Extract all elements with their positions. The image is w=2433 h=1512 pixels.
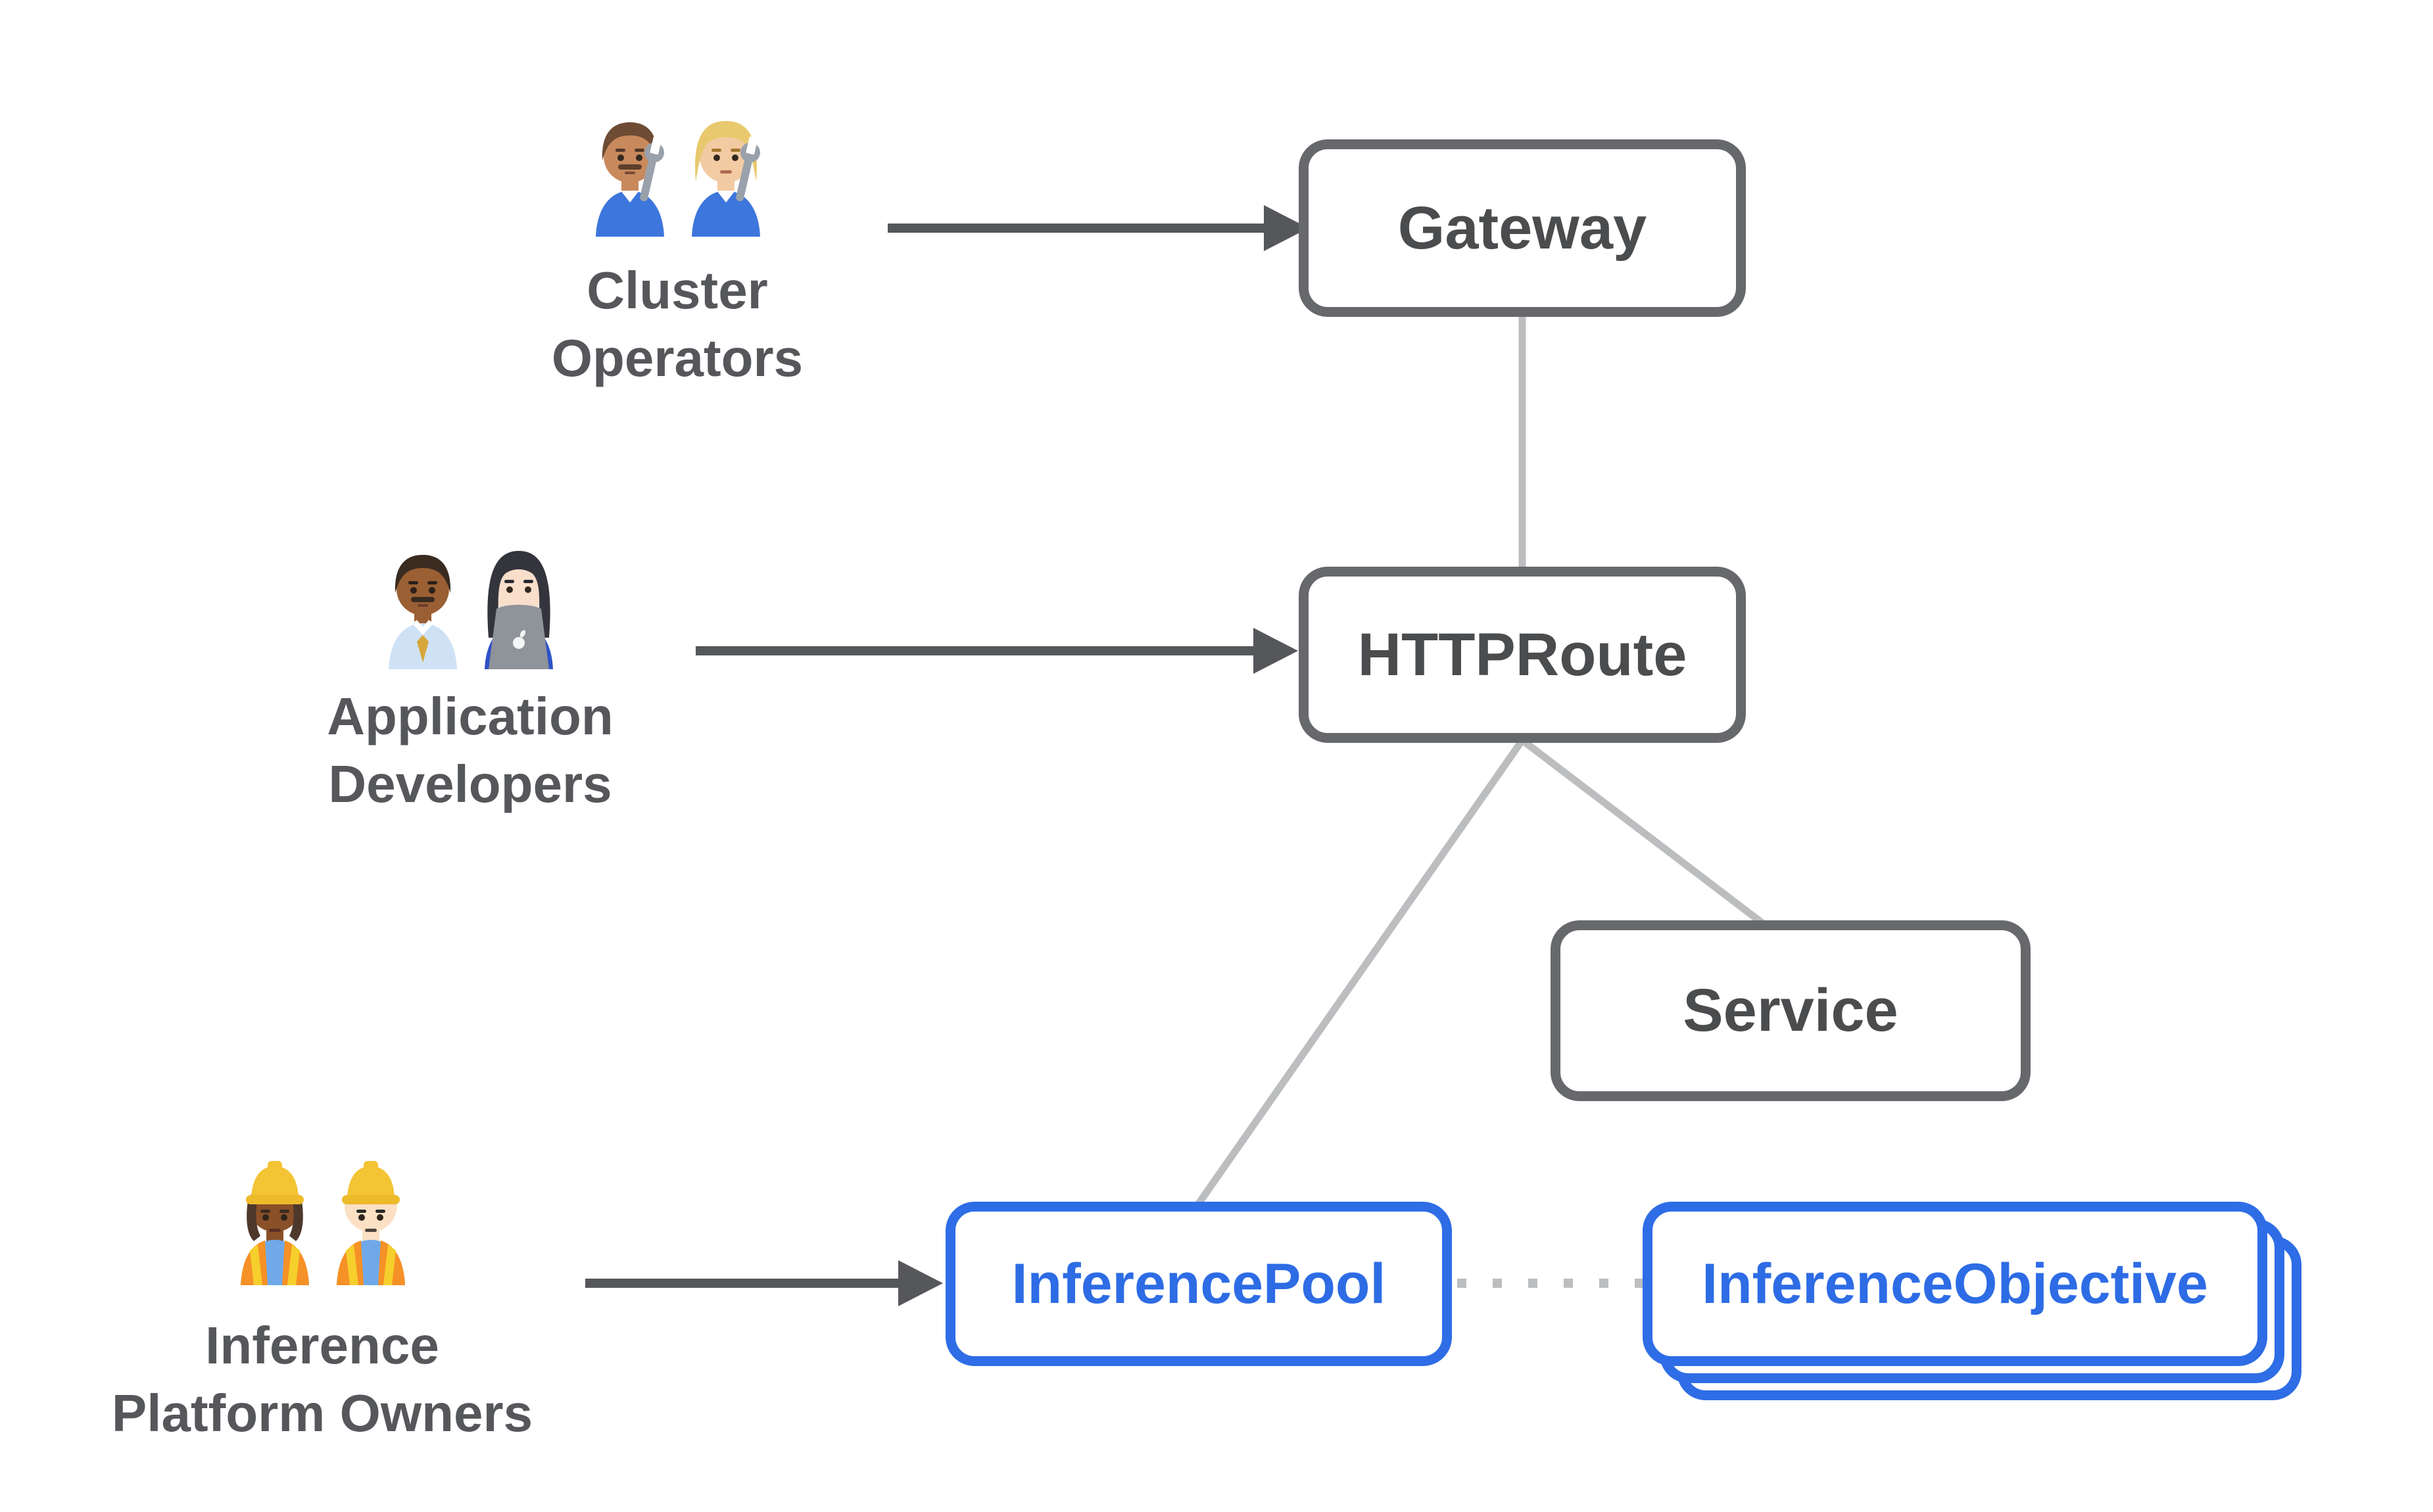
- cluster-operators-label: Cluster Operators: [414, 256, 940, 392]
- edge-httproute-service: [1520, 737, 1765, 926]
- inference-platform-owners-label: Inference Platform Owners: [59, 1311, 585, 1447]
- application-developers-label-line1: Application: [327, 687, 614, 745]
- man-construction-worker-icon: [337, 1161, 405, 1285]
- cluster-operators-label-line1: Cluster: [587, 261, 768, 319]
- node-httproute: HTTPRoute: [1299, 567, 1746, 743]
- woman-technologist-icon: [485, 551, 553, 669]
- woman-mechanic-icon: [692, 121, 760, 237]
- cluster-operators-label-line2: Operators: [551, 329, 804, 387]
- arrow-platform-owners-to-inferencepool: [585, 1260, 943, 1306]
- man-office-worker-icon: [389, 555, 457, 669]
- inference-platform-owners-icons: [235, 1150, 410, 1285]
- application-developers-label-line2: Developers: [328, 755, 612, 813]
- woman-construction-worker-icon: [241, 1161, 309, 1285]
- node-service: Service: [1551, 920, 2031, 1101]
- cluster-operators-icons: [590, 105, 765, 237]
- application-developers-label: Application Developers: [207, 682, 733, 818]
- application-developers-icons: [383, 538, 558, 669]
- arrow-application-developers-to-httproute: [696, 628, 1298, 674]
- node-gateway: Gateway: [1299, 139, 1746, 317]
- node-gateway-label: Gateway: [1397, 194, 1647, 262]
- man-mechanic-icon: [596, 122, 664, 237]
- inference-platform-owners-label-line2: Platform Owners: [111, 1384, 533, 1442]
- edge-httproute-inferencepool: [1195, 738, 1526, 1207]
- arrow-cluster-operators-to-gateway: [888, 205, 1309, 251]
- node-service-label: Service: [1683, 977, 1898, 1044]
- inference-platform-owners-label-line1: Inference: [205, 1316, 439, 1375]
- node-httproute-label: HTTPRoute: [1357, 621, 1687, 688]
- node-inference-objective: InferenceObjective: [1643, 1202, 2267, 1366]
- node-inference-objective-label: InferenceObjective: [1702, 1252, 2208, 1315]
- node-inference-pool-label: InferencePool: [1011, 1252, 1386, 1315]
- node-inference-pool: InferencePool: [946, 1202, 1452, 1366]
